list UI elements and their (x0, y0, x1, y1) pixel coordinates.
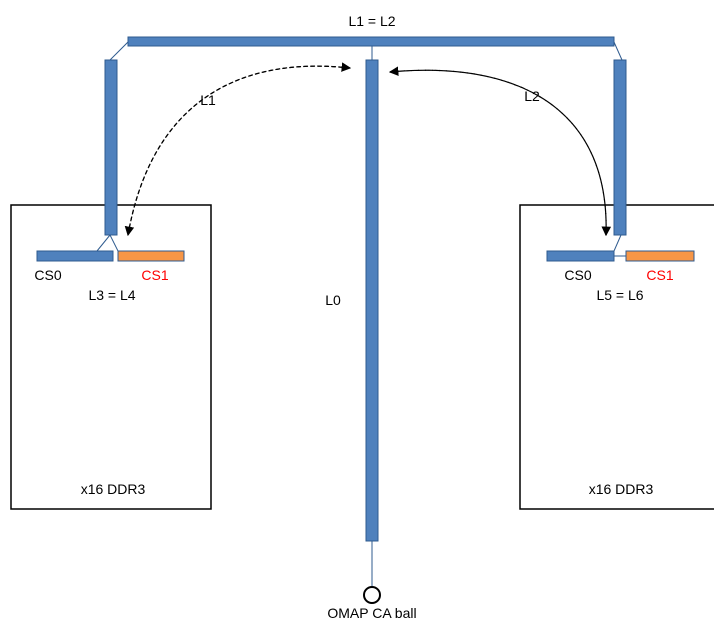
trace-segment-top (127, 36, 615, 47)
top-equation-label: L1 = L2 (348, 13, 395, 29)
right-chip-label: x16 DDR3 (589, 481, 654, 497)
left-chip-label: x16 DDR3 (81, 481, 146, 497)
top-right-wire (613, 41, 623, 61)
right-cs0-label: CS0 (564, 267, 591, 283)
trace-segment-l0 (365, 59, 379, 542)
right-cs1-label: CS1 (646, 267, 673, 283)
ball-label-visible: OMAP CA ball (327, 605, 416, 621)
arrow-center-to-right-cs (389, 69, 612, 237)
l2-label: L2 (524, 88, 540, 104)
omap-ca-ball-icon (363, 586, 381, 604)
right-cs0-pad (546, 250, 615, 262)
left-cs1-label: CS1 (141, 267, 168, 283)
arrow-center-to-left-cs (124, 65, 351, 237)
right-equation-label: L5 = L6 (596, 287, 643, 303)
arrow-l2-to-center (388, 66, 607, 236)
right-cs1-pad (625, 250, 695, 262)
l0-label: L0 (325, 292, 341, 308)
left-cs0-label: CS0 (34, 267, 61, 283)
right-branch-wire (613, 234, 622, 252)
left-equation-label: L3 = L4 (88, 287, 135, 303)
left-branch-wire-cs1 (109, 234, 119, 252)
trace-segment-l2 (613, 59, 627, 236)
left-cs0-pad (36, 250, 114, 262)
arrow-l1-to-center (127, 62, 352, 236)
top-left-wire (109, 41, 129, 61)
left-cs1-pad (117, 250, 185, 262)
left-branch-wire (96, 234, 111, 252)
trace-segment-l1 (104, 59, 118, 236)
l1-label: L1 (200, 92, 216, 108)
